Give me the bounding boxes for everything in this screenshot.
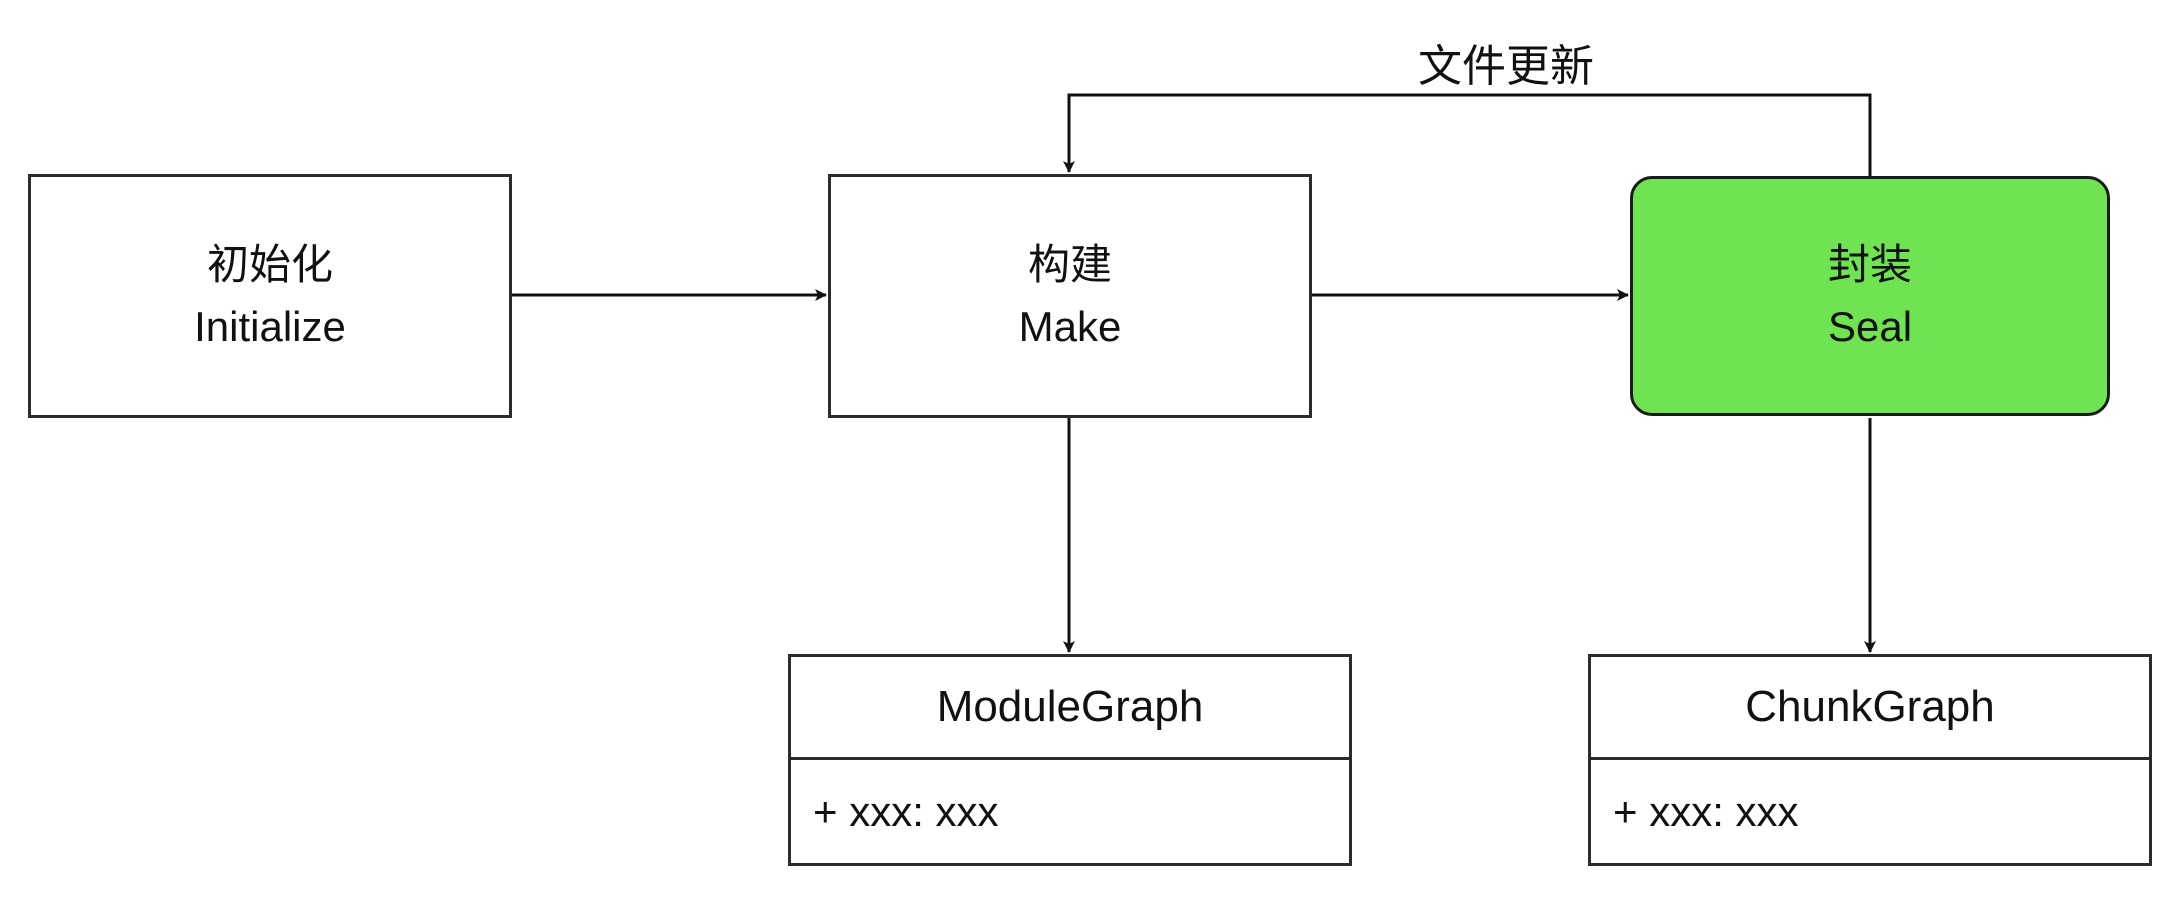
seal-label-en: Seal xyxy=(1827,303,1913,350)
arrow-seal-to-make-feedback xyxy=(1063,93,1872,176)
make-label-en: Make xyxy=(1018,303,1122,350)
make-node: 构建 Make xyxy=(828,174,1312,418)
modulegraph-class: ModuleGraph + xxx: xxx xyxy=(788,654,1352,866)
chunkgraph-class: ChunkGraph + xxx: xxx xyxy=(1588,654,2152,866)
chunkgraph-title: ChunkGraph xyxy=(1591,657,2149,760)
initialize-node: 初始化 Initialize xyxy=(28,174,512,418)
modulegraph-title: ModuleGraph xyxy=(791,657,1349,760)
initialize-label-cn: 初始化 xyxy=(206,241,333,288)
make-label-cn: 构建 xyxy=(1027,241,1112,288)
seal-label-cn: 封装 xyxy=(1827,241,1912,288)
chunkgraph-attribute: + xxx: xxx xyxy=(1613,788,1799,835)
initialize-label-en: Initialize xyxy=(194,303,346,350)
file-update-label: 文件更新 xyxy=(1418,42,1594,91)
seal-node: 封装 Seal xyxy=(1630,176,2110,416)
modulegraph-attribute: + xxx: xxx xyxy=(813,788,999,835)
